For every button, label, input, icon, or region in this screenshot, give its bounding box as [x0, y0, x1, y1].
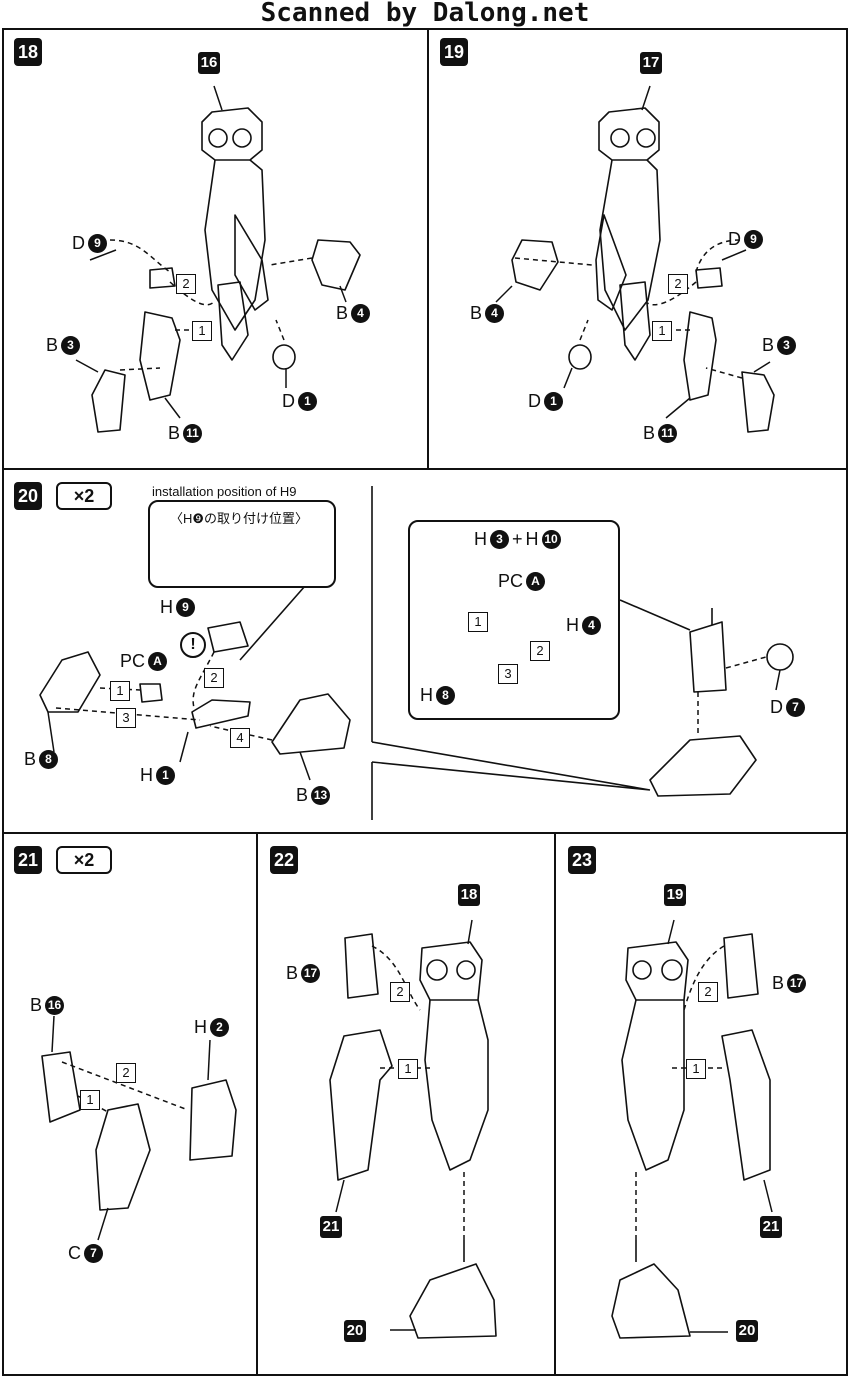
- sequence-number: 1: [80, 1090, 100, 1110]
- callout-box: [148, 500, 336, 588]
- sequence-number: 2: [530, 641, 550, 661]
- sequence-number: 1: [192, 321, 212, 341]
- assembly-ref-bottom: 20: [736, 1320, 758, 1342]
- sequence-number: 1: [652, 321, 672, 341]
- sequence-number: 1: [468, 612, 488, 632]
- sequence-number: 2: [668, 274, 688, 294]
- step-number: 21: [14, 846, 42, 874]
- step-number: 20: [14, 482, 42, 510]
- step-number: 18: [14, 38, 42, 66]
- sequence-number: 1: [110, 681, 130, 701]
- note-japanese: 〈H❾の取り付け位置〉: [170, 511, 309, 526]
- sequence-number: 2: [176, 274, 196, 294]
- assembly-ref-bottom: 20: [344, 1320, 366, 1342]
- sequence-number: 2: [390, 982, 410, 1002]
- sequence-number: 3: [498, 664, 518, 684]
- assembly-ref-top: 18: [458, 884, 480, 906]
- step-number: 22: [270, 846, 298, 874]
- caution-icon: !: [180, 632, 206, 658]
- step-number: 19: [440, 38, 468, 66]
- assembly-ref-top: 19: [664, 884, 686, 906]
- panel-23: [554, 832, 848, 1376]
- assembly-ref-left: 21: [320, 1216, 342, 1238]
- sequence-number: 1: [686, 1059, 706, 1079]
- assembly-ref: 17: [640, 52, 662, 74]
- sequence-number: 4: [230, 728, 250, 748]
- assembly-ref: 16: [198, 52, 220, 74]
- sequence-number: 1: [398, 1059, 418, 1079]
- quantity-multiplier: ×2: [56, 482, 112, 510]
- sequence-number: 2: [698, 982, 718, 1002]
- quantity-multiplier: ×2: [56, 846, 112, 874]
- sequence-number: 3: [116, 708, 136, 728]
- note-english: installation position of H9: [152, 484, 297, 499]
- sequence-number: 2: [204, 668, 224, 688]
- step-number: 23: [568, 846, 596, 874]
- watermark-text: Scanned by Dalong.net: [260, 0, 590, 28]
- assembly-ref-right: 21: [760, 1216, 782, 1238]
- sequence-number: 2: [116, 1063, 136, 1083]
